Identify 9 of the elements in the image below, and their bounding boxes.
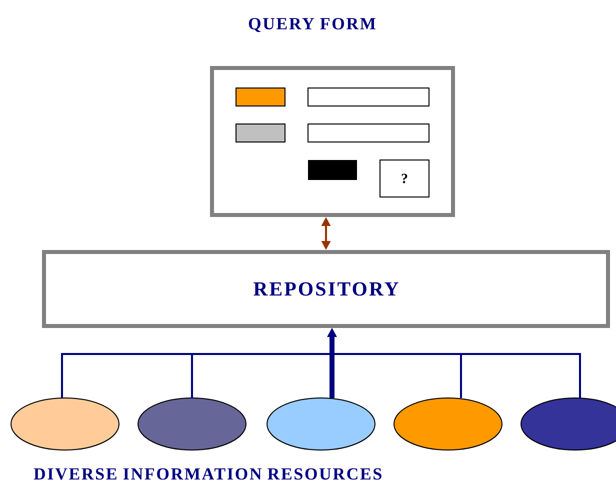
node-label: QUERY FORM [248, 18, 376, 32]
resource-ellipse [138, 398, 246, 450]
resource-ellipse [10, 398, 120, 450]
resource-ellipse [266, 398, 376, 450]
help-button: ? [380, 160, 430, 198]
caption-label: DIVERSE INFORMATION RESOURCES [34, 468, 382, 480]
resource-ellipse [520, 398, 616, 450]
resource-ellipse [394, 398, 502, 450]
repository-box: REPOSITORY [42, 250, 610, 328]
